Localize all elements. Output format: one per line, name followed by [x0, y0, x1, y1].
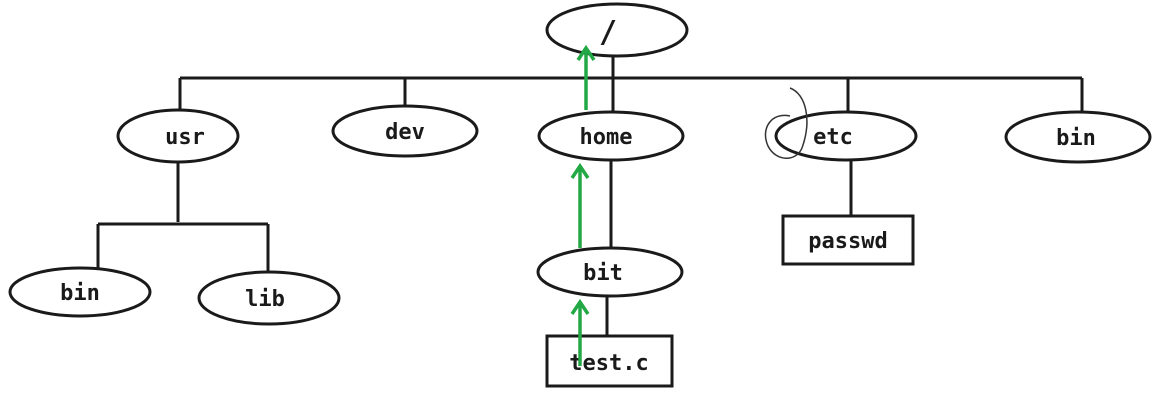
node-bit-test-c-label: test.c [569, 351, 648, 376]
node-home-bit[interactable]: bit [536, 246, 684, 298]
node-home-bit-label: bit [583, 261, 623, 286]
connector-lines [96, 56, 1084, 336]
arrow-bit-to-home [570, 162, 590, 248]
node-bin-top[interactable]: bin [1004, 110, 1152, 164]
node-etc-passwd[interactable]: passwd [781, 214, 915, 266]
node-bit-test-c[interactable]: test.c [545, 334, 674, 388]
arrow-test-to-bit [570, 298, 590, 366]
arrow-home-to-root [576, 44, 596, 110]
node-home[interactable]: home [537, 110, 685, 162]
node-home-label: home [580, 125, 633, 150]
node-usr-bin[interactable]: bin [8, 266, 152, 318]
node-etc-passwd-label: passwd [808, 229, 887, 254]
node-usr-lib[interactable]: lib [197, 270, 341, 326]
node-usr-bin-label: bin [60, 281, 100, 306]
path-arrows [570, 44, 596, 366]
node-root[interactable]: / [545, 2, 689, 58]
node-usr-label: usr [165, 125, 205, 150]
node-etc-label: etc [813, 125, 853, 150]
node-dev-label: dev [385, 120, 425, 145]
node-etc[interactable]: etc [764, 87, 918, 162]
node-root-label: / [599, 15, 617, 50]
node-dev[interactable]: dev [331, 104, 479, 158]
node-usr[interactable]: usr [116, 108, 240, 164]
node-bin-top-label: bin [1056, 126, 1096, 151]
etc-stray-circle-mark [764, 87, 808, 159]
node-usr-lib-label: lib [245, 287, 285, 312]
